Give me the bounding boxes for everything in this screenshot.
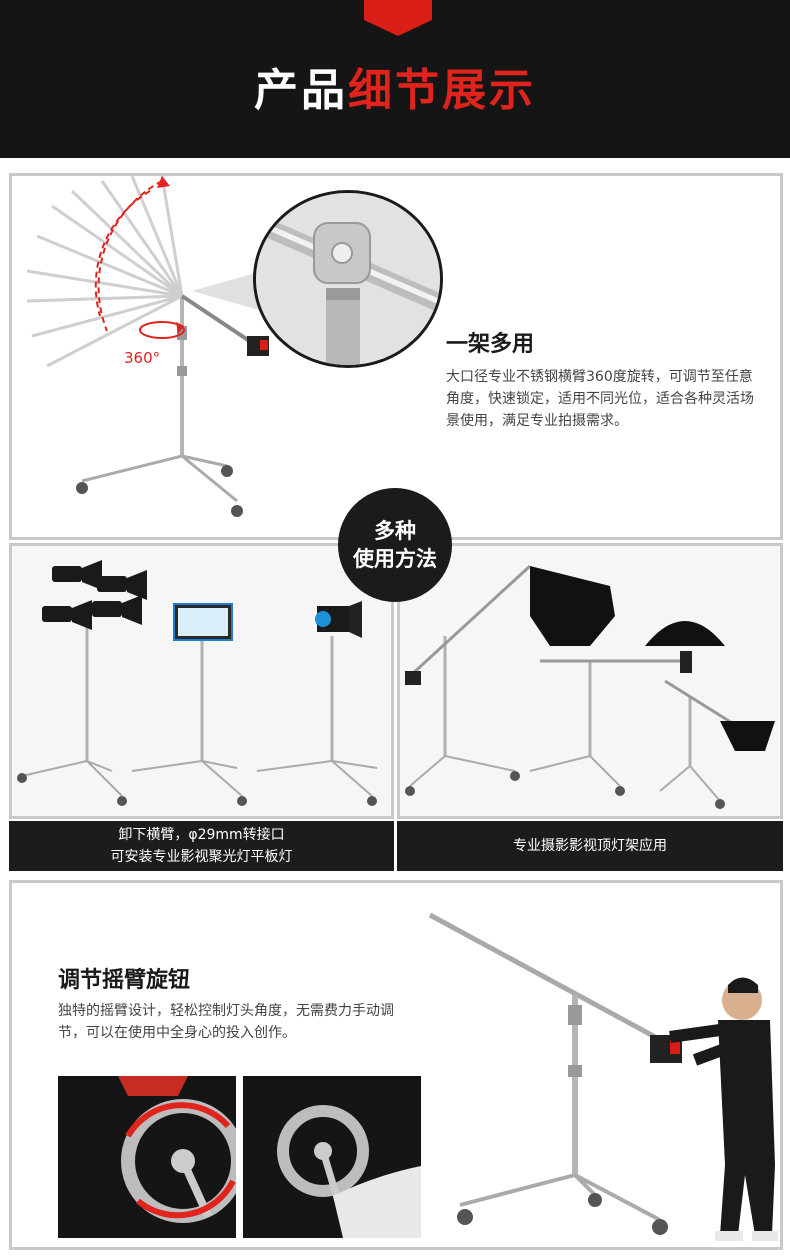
crank-rotation-photo	[58, 1076, 236, 1238]
rotate-360-ellipse	[139, 321, 185, 339]
section3-description: 独特的摇臂设计，轻松控制灯头角度，无需费力手动调节，可以在使用中全身心的投入创作…	[58, 1003, 394, 1041]
rect-softbox	[720, 721, 775, 751]
badge-line-1: 多种	[374, 519, 416, 543]
parabolic-softbox	[530, 566, 615, 646]
boom-arm	[180, 294, 259, 348]
right-caption: 专业摄影影视顶灯架应用	[397, 821, 783, 871]
light-stands-illustration	[17, 560, 378, 806]
page-title: 产品细节展示	[0, 64, 790, 118]
left-caption: 卸下横臂，φ29mm转接口 可安装专业影视聚光灯平板灯	[9, 821, 394, 871]
ribbon-decoration	[364, 0, 432, 20]
crank-rotation-illustration	[58, 1076, 236, 1238]
wheel	[652, 1219, 668, 1235]
wheel	[231, 505, 243, 517]
angle-label: 360°	[124, 349, 161, 367]
flash-heads	[42, 560, 147, 630]
section1-description: 大口径专业不锈钢横臂360度旋转，可调节至任意角度，快速锁定，适用不同光位，适合…	[446, 369, 754, 429]
operator-body	[718, 1020, 775, 1165]
title-white-part: 产品	[254, 65, 348, 116]
right-caption-text: 专业摄影影视顶灯架应用	[513, 838, 667, 854]
usage-methods-badge: 多种 使用方法	[338, 488, 452, 602]
arc-arrow	[157, 176, 170, 188]
boom-arm	[408, 564, 532, 678]
section1-title: 一架多用	[446, 332, 535, 357]
crank-hand-illustration	[243, 1076, 421, 1238]
wheel	[221, 465, 233, 477]
crank-wheel	[277, 1105, 369, 1197]
umbrella-softbox	[645, 621, 725, 646]
title-red-part: 细节展示	[348, 65, 536, 116]
wheel	[588, 1193, 602, 1207]
boom-stand-rotation-illustration	[26, 176, 280, 517]
ribbon-tip-decoration	[364, 20, 432, 36]
clamp-detail-zoom	[253, 190, 443, 368]
long-boom-arm	[428, 912, 672, 1048]
left-caption-line-2: 可安装专业影视聚光灯平板灯	[110, 849, 293, 865]
crank-hand-photo	[243, 1076, 421, 1238]
wheel	[457, 1209, 473, 1225]
clamp-detail-illustration	[256, 193, 440, 365]
rotation-arc	[97, 180, 163, 332]
top-light-stands-illustration	[405, 564, 775, 809]
gloved-hand	[333, 1166, 421, 1238]
stand-post	[326, 288, 360, 365]
badge-line-2: 使用方法	[353, 547, 437, 571]
section3-title: 调节摇臂旋钮	[58, 968, 191, 993]
stand-clamp	[177, 366, 187, 376]
left-caption-line-1: 卸下横臂，φ29mm转接口	[118, 827, 285, 843]
boom-arm-fan	[26, 176, 184, 368]
wheel	[76, 482, 88, 494]
operator-boom-stand-illustration	[428, 912, 778, 1241]
rotate-arrow	[125, 1102, 231, 1138]
